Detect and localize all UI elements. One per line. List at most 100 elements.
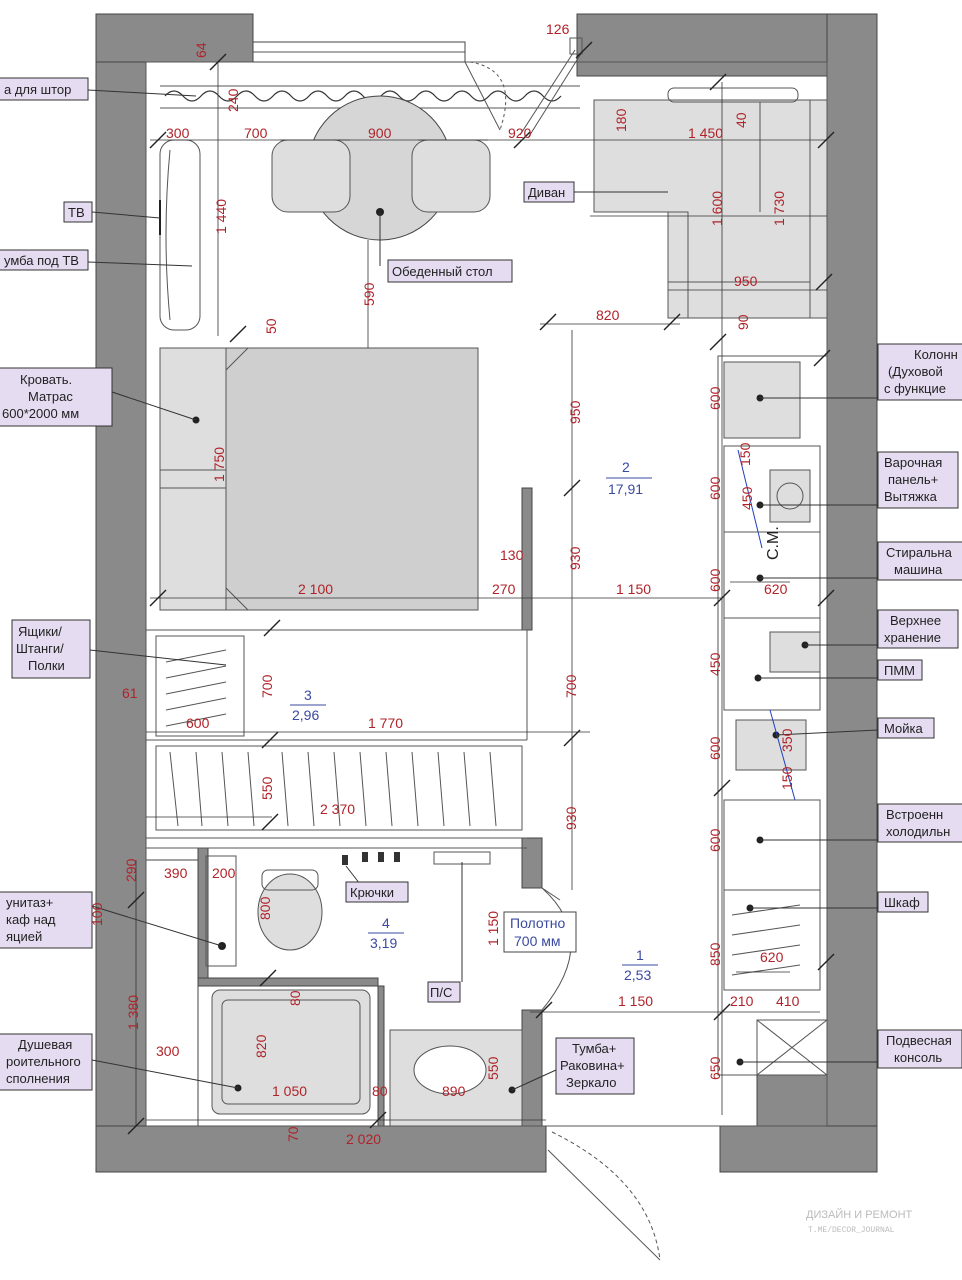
label-dimensions-d1380: 1 380 xyxy=(125,995,141,1030)
label-column-3: с функцие xyxy=(884,381,946,396)
label-column-2: (Духовой xyxy=(888,364,943,379)
label-dimensions-d64: 64 xyxy=(193,42,209,58)
sofa xyxy=(593,87,828,319)
label-washer-1: Стиральна xyxy=(886,545,953,560)
label-dimensions-d590: 590 xyxy=(361,282,377,306)
label-shower-3: сполнения xyxy=(6,1071,70,1086)
label-dimensions-d130: 130 xyxy=(500,547,524,563)
label-door-1: Полотно xyxy=(510,915,565,931)
label-dimensions-d550a: 550 xyxy=(259,776,275,800)
label-dishwasher: ПММ xyxy=(884,663,915,678)
label-dimensions-d300: 300 xyxy=(166,125,190,141)
label-dimensions-d410: 410 xyxy=(776,993,800,1009)
label-dimensions-d600e: 600 xyxy=(707,736,723,760)
toilet xyxy=(257,873,323,951)
watermark-url: T.ME/DECOR_JOURNAL xyxy=(808,1226,895,1235)
room-3-area: 2,96 xyxy=(292,707,319,723)
label-hooks: Крючки xyxy=(350,885,394,900)
label-upper-1: Верхнее xyxy=(890,613,941,628)
console xyxy=(756,1019,828,1076)
dimension-numbers: 64 126 240 300 700 900 920 180 1 450 40 … xyxy=(89,21,800,1147)
label-dimensions-d350: 350 xyxy=(779,728,795,752)
label-drawers-2: Штанги/ xyxy=(16,641,64,656)
label-dimensions-d800: 800 xyxy=(257,896,273,920)
room-4-number: 4 xyxy=(382,915,390,931)
room-outlines xyxy=(145,61,828,1127)
label-dimensions-d1440: 1 440 xyxy=(213,199,229,234)
label-bed-3: 600*2000 мм xyxy=(2,406,79,421)
curtain-wave xyxy=(164,90,562,102)
label-hob-2: панель+ xyxy=(888,472,938,487)
label-dimensions-d900: 900 xyxy=(368,125,392,141)
label-curtain: а для штор xyxy=(4,82,71,97)
label-dimensions-d290: 290 xyxy=(123,858,139,882)
label-hob-3: Вытяжка xyxy=(884,489,938,504)
label-toilet-2: каф над xyxy=(6,912,56,927)
label-dimensions-d450b: 450 xyxy=(707,652,723,676)
label-vanity-3: Зеркало xyxy=(566,1075,616,1090)
label-dimensions-d550b: 550 xyxy=(485,1056,501,1080)
chair-left xyxy=(271,139,351,213)
label-dimensions-d600d: 600 xyxy=(186,715,210,731)
mattress xyxy=(225,347,479,611)
label-dimensions-d820: 820 xyxy=(596,307,620,323)
label-washer-2: машина xyxy=(894,562,943,577)
label-tv-stand: умба под ТВ xyxy=(4,253,79,268)
label-dimensions-d920: 920 xyxy=(508,125,532,141)
wall-bottom-left xyxy=(95,1125,547,1173)
label-door-2: 700 мм xyxy=(514,933,561,949)
label-wardrobe: Шкаф xyxy=(884,895,920,910)
label-dimensions-d1450: 1 450 xyxy=(688,125,723,141)
label-dimensions-d126: 126 xyxy=(546,21,570,37)
label-dimensions-d700b: 700 xyxy=(563,674,579,698)
chair-right xyxy=(411,139,491,213)
label-dimensions-d600b: 600 xyxy=(707,476,723,500)
partition-shower xyxy=(377,985,385,1127)
label-dimensions-d100: 100 xyxy=(89,902,105,926)
storage xyxy=(155,635,523,831)
label-dimensions-d150b: 150 xyxy=(779,766,795,790)
label-dimensions-d700a: 700 xyxy=(259,674,275,698)
label-drawers-1: Ящики/ xyxy=(18,624,62,639)
label-toilet-3: яцией xyxy=(6,929,42,944)
label-hob-1: Варочная xyxy=(884,455,942,470)
label-column-1: Колонн xyxy=(914,347,958,362)
label-bed-2: Матрас xyxy=(28,389,73,404)
label-dimensions-d200: 200 xyxy=(212,865,236,881)
label-toilet-1: унитаз+ xyxy=(6,895,53,910)
label-dimensions-d1150a: 1 150 xyxy=(616,581,651,597)
label-dimensions-d820b: 820 xyxy=(253,1034,269,1058)
wall-bottom-right xyxy=(719,1125,878,1173)
label-tv: ТВ xyxy=(68,205,85,220)
label-sm: С.М. xyxy=(765,526,782,560)
label-dimensions-d80b: 80 xyxy=(372,1083,388,1099)
label-dimensions-d150a: 150 xyxy=(737,442,753,466)
watermark-title: ДИЗАЙН И РЕМОНТ xyxy=(806,1208,913,1221)
room-1-area: 2,53 xyxy=(624,967,651,983)
kitchen xyxy=(723,361,828,1076)
label-drawers-3: Полки xyxy=(28,658,65,673)
label-dimensions-d180: 180 xyxy=(613,108,629,132)
label-dimensions-d1150b: 1 150 xyxy=(485,911,501,946)
label-dimensions-d2370: 2 370 xyxy=(320,801,355,817)
shower-tray xyxy=(211,989,371,1115)
label-bed-1: Кровать. xyxy=(20,372,72,387)
label-dimensions-d61: 61 xyxy=(122,685,138,701)
label-console-1: Подвесная xyxy=(886,1033,952,1048)
label-dimensions-d850: 850 xyxy=(707,942,723,966)
walls xyxy=(95,13,878,1173)
label-dimensions-d300b: 300 xyxy=(156,1043,180,1059)
room-tags: 2 17,91 3 2,96 4 3,19 1 2,53 С.М. xyxy=(290,459,782,983)
label-ps: П/С xyxy=(430,985,452,1000)
label-dimensions-d40: 40 xyxy=(733,112,749,128)
label-dimensions-d450a: 450 xyxy=(739,486,755,510)
window xyxy=(160,37,583,139)
label-dimensions-d80a: 80 xyxy=(287,990,303,1006)
label-dimensions-d1600: 1 600 xyxy=(709,191,725,226)
room-2-number: 2 xyxy=(622,459,630,475)
label-sink: Мойка xyxy=(884,721,923,736)
label-dimensions-d90: 90 xyxy=(735,314,751,330)
partition-wc-2 xyxy=(197,977,379,987)
bathroom xyxy=(205,851,661,1261)
